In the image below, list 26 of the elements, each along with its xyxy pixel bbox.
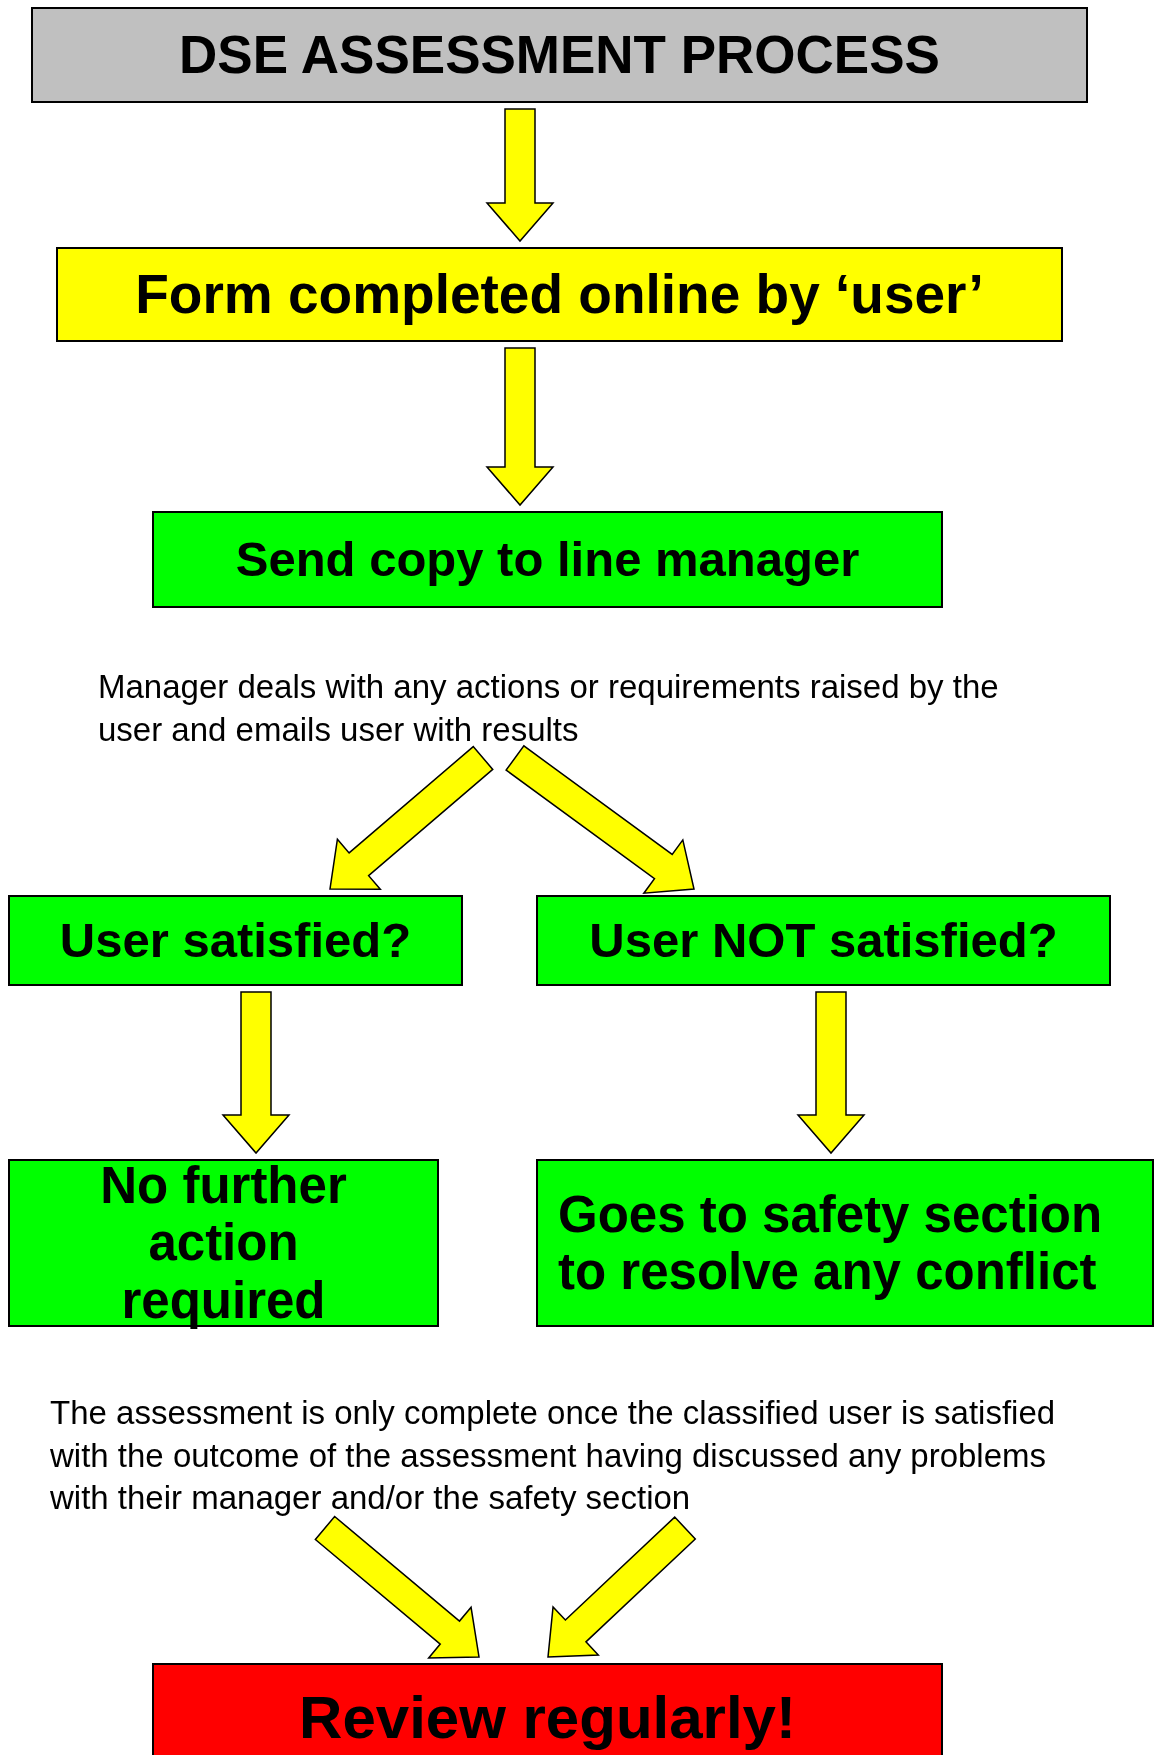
block-arrow <box>485 108 555 243</box>
block-arrow <box>329 745 494 891</box>
process-box <box>152 511 943 608</box>
box-label: Review regularly! <box>299 1684 796 1752</box>
box-label: User NOT satisfied? <box>589 913 1058 968</box>
title-box <box>31 7 1088 103</box>
note-text: The assessment is only complete once the classified user is satisfied with the outcome of the assessment having discussed any problems with their manager and/or the safety section <box>50 1392 1057 1519</box>
decision-box <box>8 895 463 986</box>
box-label: DSE ASSESSMENT PROCESS <box>179 25 940 85</box>
box-label: Goes to safety section to resolve any conflict <box>558 1185 1104 1301</box>
block-arrow <box>796 991 866 1155</box>
process-box <box>56 247 1063 342</box>
block-arrow <box>505 744 695 895</box>
block-arrow <box>485 347 555 507</box>
outcome-box <box>536 1159 1154 1327</box>
note-text: Manager deals with any actions or requirements raised by the user and emails user with results <box>98 667 1000 750</box>
outcome-box <box>8 1159 439 1327</box>
block-arrow <box>314 1515 480 1659</box>
final-box <box>152 1663 943 1755</box>
block-arrow <box>547 1516 697 1658</box>
box-label: Form completed online by ‘user’ <box>135 263 984 326</box>
box-label: Send copy to line manager <box>235 532 860 587</box>
decision-box <box>536 895 1111 986</box>
block-arrow <box>221 991 291 1155</box>
box-label: User satisfied? <box>59 913 412 968</box>
box-label: No further action required <box>99 1157 348 1329</box>
